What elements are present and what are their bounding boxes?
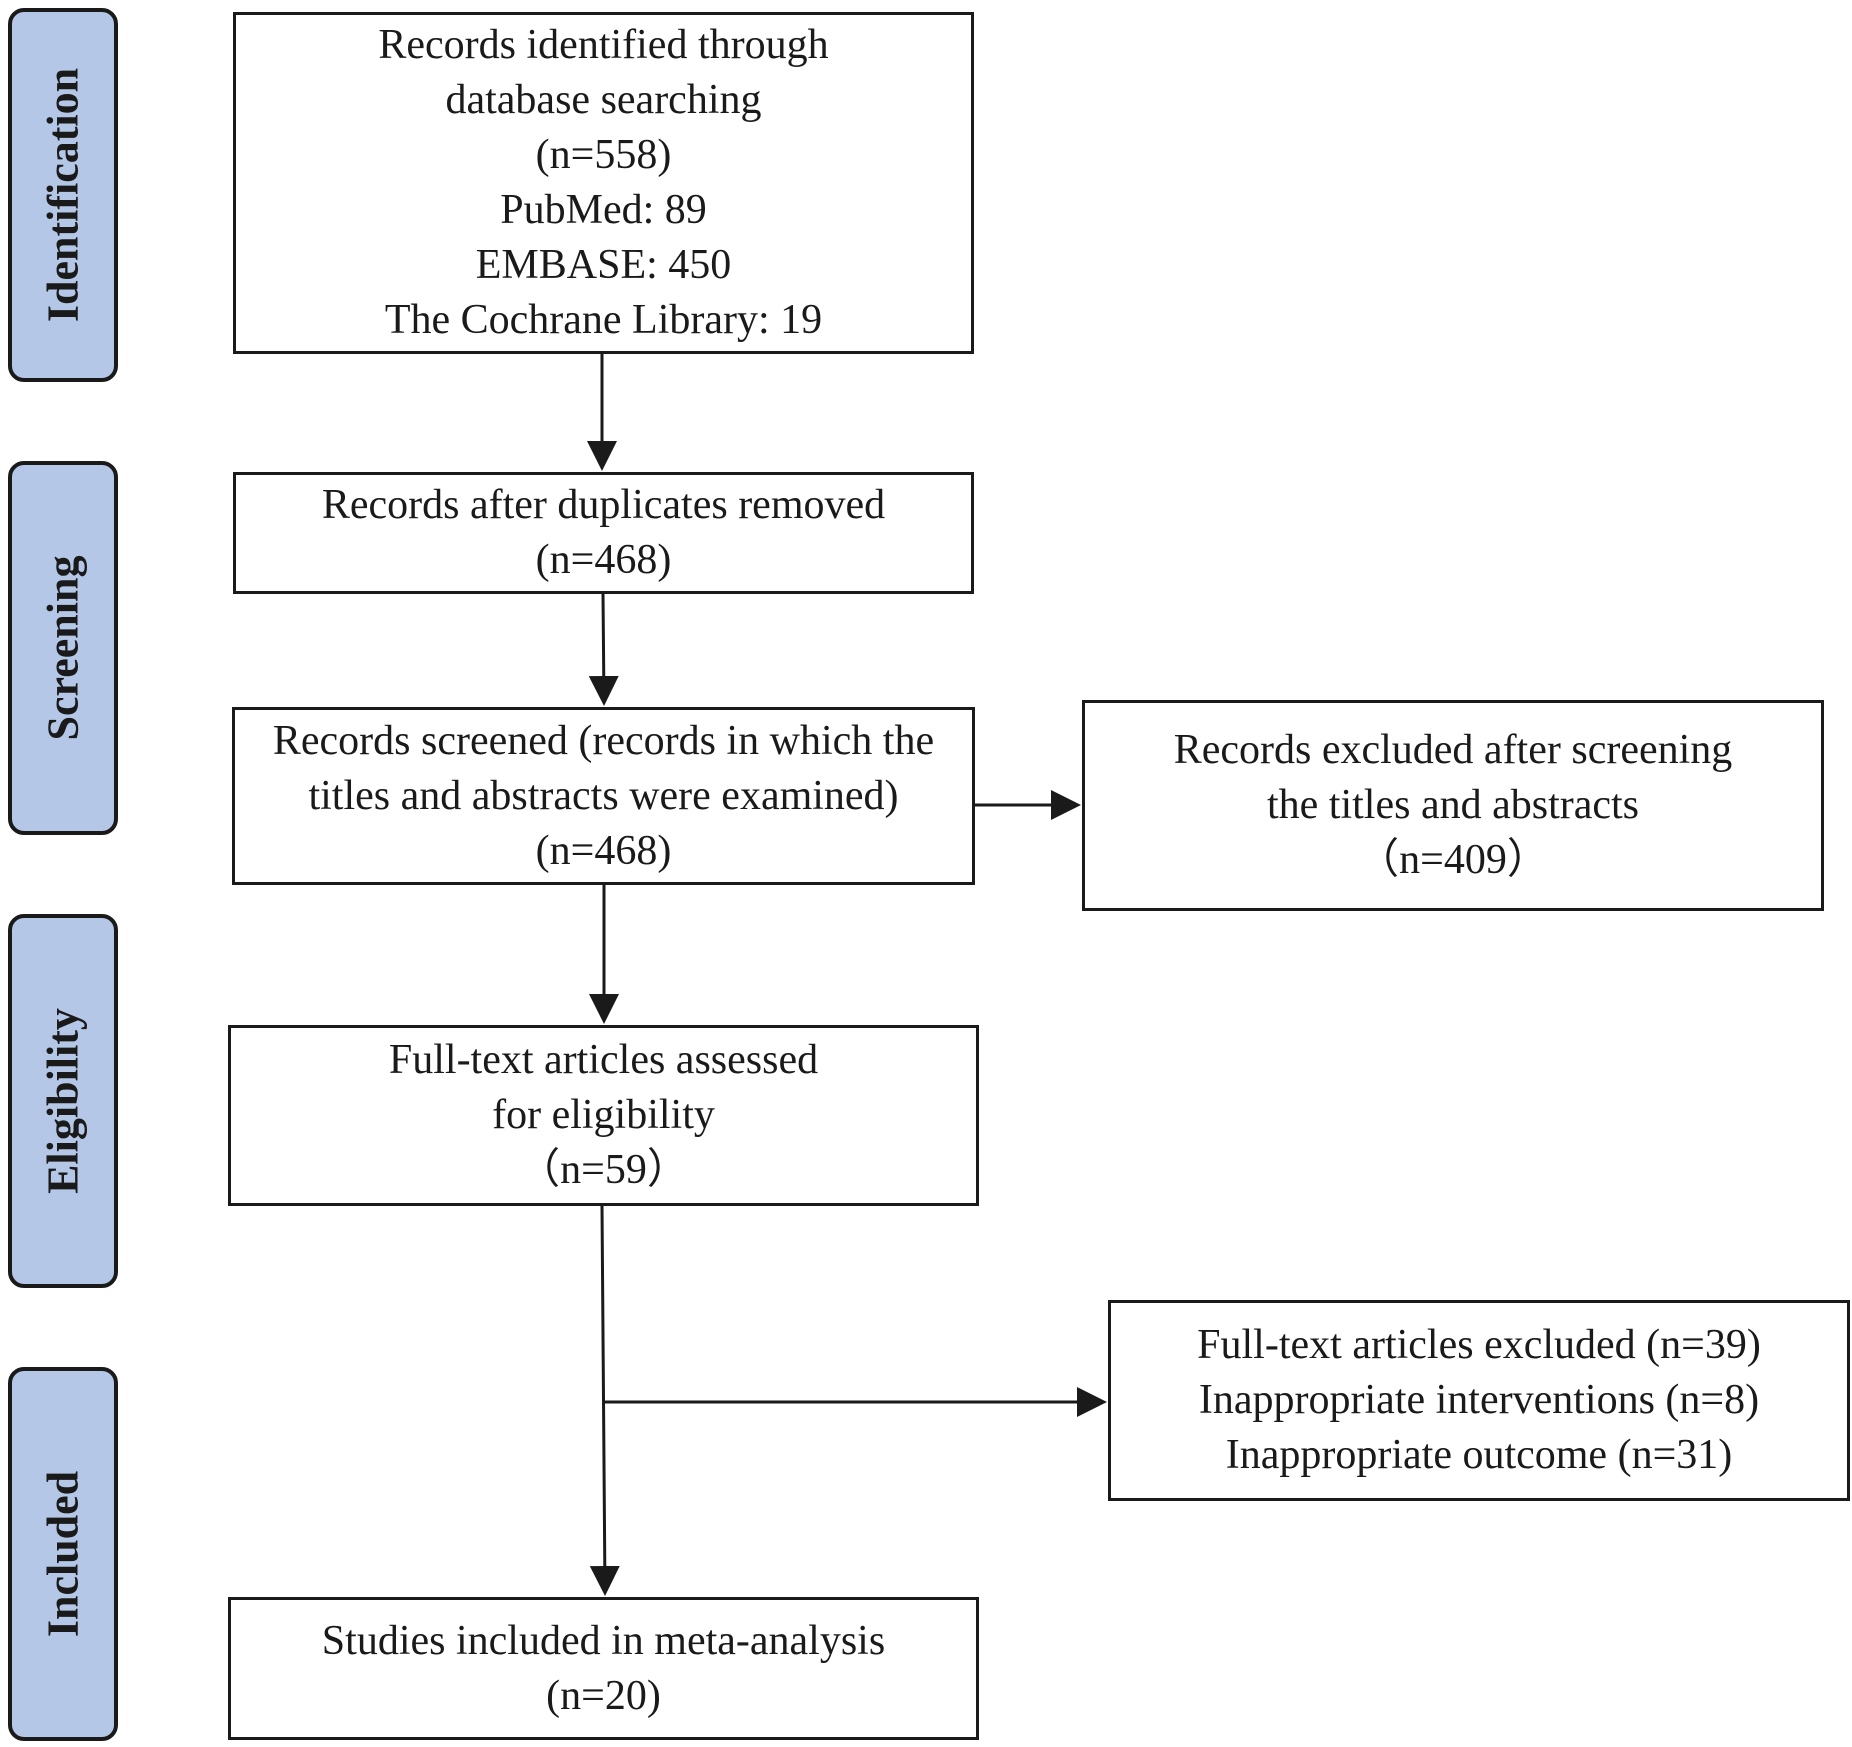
box-line: (n=468) xyxy=(535,827,672,874)
box-line: (n=558) xyxy=(535,132,672,178)
box-studies-included: Studies included in meta-analysis (n=20) xyxy=(228,1597,979,1740)
box-line: EMBASE: 450 xyxy=(475,242,732,288)
box-records-screened: Records screened (records in which the t… xyxy=(232,707,975,885)
box-line: titles and abstracts were examined) xyxy=(308,772,899,819)
box-line: Studies included in meta-analysis xyxy=(321,1617,886,1664)
phase-screening: Screening xyxy=(8,461,118,835)
box-line: Full-text articles excluded (n=39) xyxy=(1197,1322,1761,1368)
phase-eligibility: Eligibility xyxy=(8,914,118,1288)
box-line: Records screened (records in which the xyxy=(272,717,935,764)
box-fulltext-assessed: Full-text articles assessed for eligibil… xyxy=(228,1025,979,1206)
phase-identification: Identification xyxy=(8,8,118,382)
box-line: the titles and abstracts xyxy=(1266,782,1640,828)
box-line: Inappropriate interventions (n=8) xyxy=(1198,1377,1760,1423)
line-fulltext-to-included xyxy=(589,1205,620,1596)
box-records-identified: Records identified through database sear… xyxy=(233,12,974,354)
box-line: （n=59） xyxy=(518,1147,689,1193)
box-line: （n=409） xyxy=(1357,837,1549,883)
box-line: for eligibility xyxy=(492,1092,715,1138)
box-line: The Cochrane Library: 19 xyxy=(384,297,823,343)
box-line: Inappropriate outcome (n=31) xyxy=(1225,1432,1733,1478)
box-line: Records excluded after screening xyxy=(1173,727,1733,773)
box-duplicates-removed: Records after duplicates removed (n=468) xyxy=(233,472,974,594)
box-records-excluded-screening: Records excluded after screening the tit… xyxy=(1082,700,1824,911)
phase-included: Included xyxy=(8,1367,118,1741)
arrow-duplicates-to-screened xyxy=(588,593,619,706)
box-line: (n=468) xyxy=(535,537,672,583)
box-line: (n=20) xyxy=(546,1672,661,1719)
box-line: Full-text articles assessed xyxy=(388,1037,819,1083)
box-line: PubMed: 89 xyxy=(500,187,707,233)
box-fulltext-excluded: Full-text articles excluded (n=39) Inapp… xyxy=(1108,1300,1850,1501)
box-line: Records after duplicates removed xyxy=(321,482,886,528)
box-line: Records identified through xyxy=(378,22,829,68)
box-line: database searching xyxy=(445,77,762,123)
